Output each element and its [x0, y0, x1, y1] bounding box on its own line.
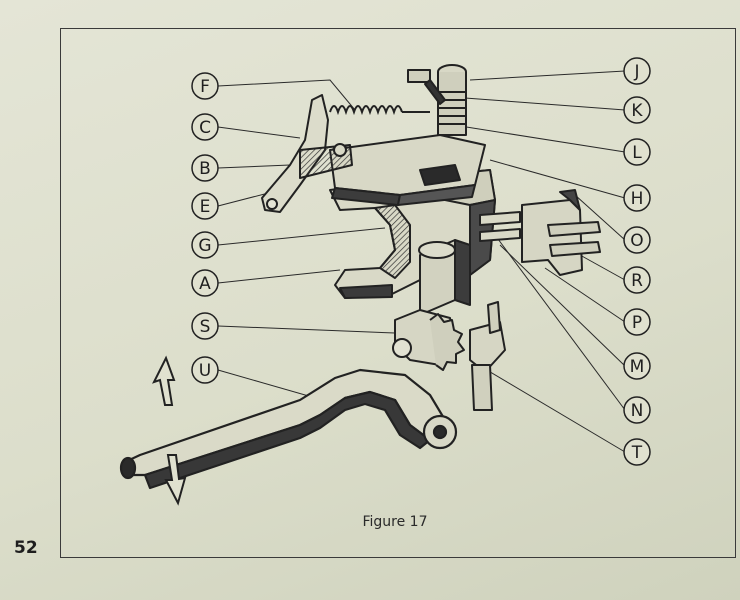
svg-text:U: U [199, 361, 211, 381]
top-plate-h [329, 134, 486, 206]
page-number: 52 [14, 538, 38, 558]
callout-p: P [623, 308, 651, 336]
down-arrow-icon [164, 454, 187, 506]
svg-text:L: L [632, 143, 642, 163]
up-arrow-icon [152, 355, 176, 406]
callout-b: B [191, 154, 219, 182]
figure-caption: Figure 17 [362, 514, 428, 530]
svg-text:T: T [631, 443, 643, 463]
callout-l: L [623, 138, 651, 166]
lever-b-e [261, 94, 353, 213]
svg-text:J: J [633, 62, 639, 82]
callout-a: A [191, 269, 219, 297]
svg-text:F: F [200, 77, 210, 97]
svg-text:P: P [632, 313, 642, 333]
callout-r: R [623, 266, 651, 294]
crank-u [119, 368, 458, 490]
gear-s [392, 309, 465, 371]
callout-s: S [191, 312, 219, 340]
gear-t [469, 301, 506, 411]
svg-text:O: O [630, 231, 643, 251]
spring-f [329, 105, 430, 116]
svg-text:A: A [199, 274, 211, 294]
callout-t: T [623, 438, 651, 466]
shaft-m-n [418, 239, 471, 316]
callout-c: C [191, 113, 219, 141]
svg-text:R: R [631, 271, 643, 291]
svg-text:N: N [631, 401, 644, 421]
svg-text:K: K [631, 101, 643, 121]
callout-u: U [191, 356, 219, 384]
callout-k: K [623, 96, 651, 124]
figure-frame [60, 28, 736, 558]
svg-text:S: S [200, 317, 211, 337]
callout-j: J [623, 57, 651, 85]
bracket-o-r-p [479, 189, 601, 276]
callout-g: G [191, 231, 219, 259]
svg-text:G: G [198, 236, 211, 256]
svg-text:M: M [630, 357, 645, 377]
svg-text:H: H [631, 189, 644, 209]
callout-n: N [623, 396, 651, 424]
svg-text:E: E [200, 197, 211, 217]
callout-f: F [191, 72, 219, 100]
callout-e: E [191, 192, 219, 220]
post-j-k-l [407, 64, 467, 136]
svg-text:B: B [199, 159, 211, 179]
callout-m: M [623, 352, 651, 380]
callout-h: H [623, 184, 651, 212]
svg-text:C: C [199, 118, 211, 138]
callout-o: O [623, 226, 651, 254]
